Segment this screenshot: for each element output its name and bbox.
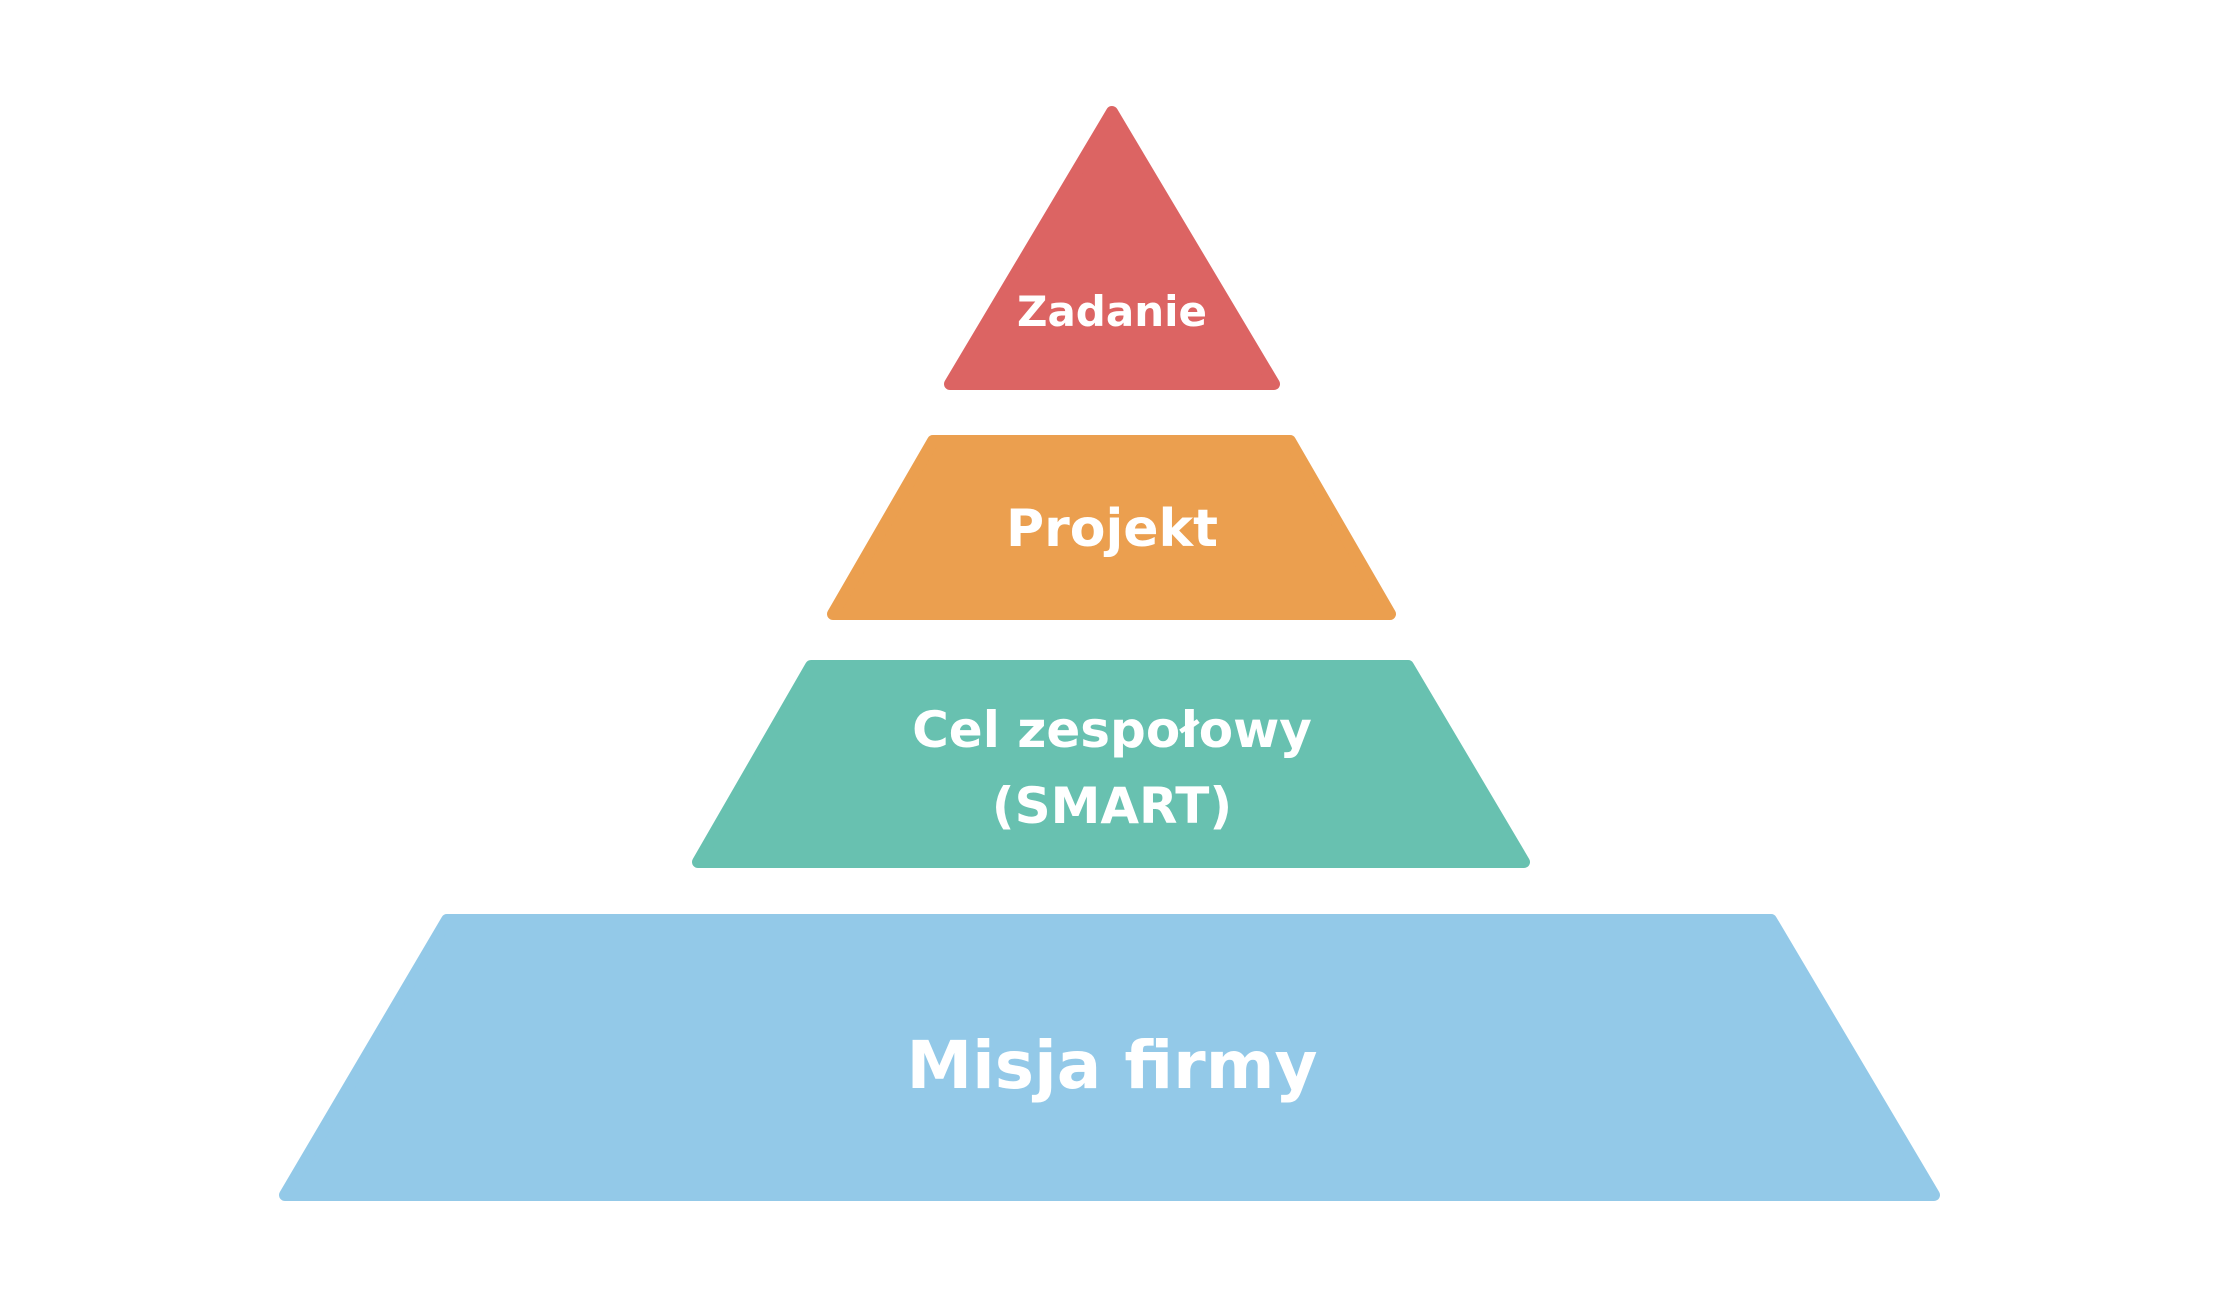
pyramid-shape-projekt (827, 435, 1396, 620)
pyramid-label-projekt: Projekt (1006, 499, 1218, 559)
pyramid-level-zadanie: Zadanie (944, 106, 1280, 390)
pyramid-label-zadanie: Zadanie (1017, 287, 1207, 336)
pyramid-level-misja-firmy: Misja firmy (279, 914, 1940, 1201)
pyramid-shape-zadanie (944, 106, 1280, 390)
pyramid-shape-cel-zespolowy (692, 660, 1530, 868)
pyramid-level-cel-zespolowy: Cel zespołowy (SMART) (692, 660, 1530, 868)
pyramid-label-cel-zespolowy-line1: Cel zespołowy (912, 701, 1312, 759)
pyramid-label-cel-zespolowy-line2: (SMART) (992, 777, 1233, 835)
pyramid-shape-misja-firmy (279, 914, 1940, 1201)
pyramid-label-misja-firmy: Misja firmy (907, 1027, 1318, 1104)
pyramid-level-projekt: Projekt (827, 435, 1396, 620)
